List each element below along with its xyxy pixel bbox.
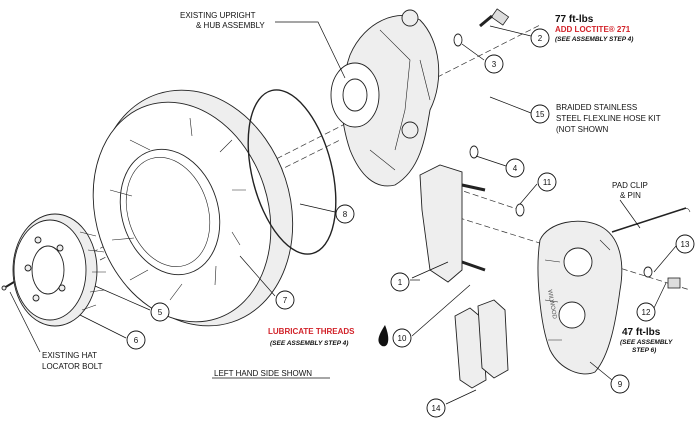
bleed-screw-part [643,266,653,278]
callout-12: 12 [636,302,656,322]
svg-text:2: 2 [538,34,543,43]
hat-part [12,213,106,327]
lubricate-step-note: (SEE ASSEMBLY STEP 4) [270,340,348,347]
pad-clip-pin [611,207,691,233]
side-shown-label: LEFT HAND SIDE SHOWN [214,369,312,378]
hose-kit-label-line2: STEEL FLEXLINE HOSE KIT [556,114,661,123]
svg-text:9: 9 [618,380,623,389]
svg-text:6: 6 [134,336,139,345]
caliper-part: WILWOOD [537,220,623,375]
callout-1: 1 [390,272,410,292]
callout-13: 13 [675,234,695,254]
mount-bolt-part [479,8,510,28]
svg-text:3: 3 [492,60,497,69]
upright-hub-part [330,9,440,187]
callout-6: 6 [126,330,146,350]
caliper-torque-text: 47 ft-lbs [622,327,661,338]
svg-text:8: 8 [343,210,348,219]
callout-7: 7 [275,290,295,310]
callout-11: 11 [537,172,557,192]
rotor-part [92,89,294,327]
pad-clip-label-line2: & PIN [620,191,641,200]
pad-clip-label-line1: PAD CLIP [612,181,648,190]
callout-2: 2 [530,28,550,48]
lubricant-drop-icon [378,325,389,347]
svg-text:11: 11 [543,178,552,187]
caliper-step-note-line2: STEP 6) [632,347,656,354]
brake-pads-part [454,299,509,389]
callout-9: 9 [610,374,630,394]
upright-label-line2: & HUB ASSEMBLY [196,21,265,30]
hose-kit-label-line3: (NOT SHOWN [556,125,609,134]
callout-15: 15 [530,104,550,124]
lubricate-note: LUBRICATE THREADS [268,327,355,336]
bracket-part [419,164,486,283]
seal-ring-part [247,89,337,255]
callout-14: 14 [426,398,446,418]
bolt-torque-text: 77 ft-lbs [555,14,594,25]
shim-washer-part [469,145,525,217]
svg-text:10: 10 [398,334,407,343]
svg-text:5: 5 [158,308,163,317]
svg-text:WILWOOD: WILWOOD [546,289,557,320]
callout-10: 10 [392,328,412,348]
caliper-step-note-line1: (SEE ASSEMBLY [620,339,673,346]
hat-locator-bolt [1,281,15,291]
callout-4: 4 [505,158,525,178]
callout-3: 3 [484,54,504,74]
svg-text:12: 12 [642,308,651,317]
callout-8: 8 [335,204,355,224]
svg-text:1: 1 [398,278,403,287]
callout-5: 5 [150,302,170,322]
svg-text:13: 13 [681,240,690,249]
hat-locator-label-line2: LOCATOR BOLT [42,362,103,371]
caliper-nut-part [667,277,681,289]
upright-label-line1: EXISTING UPRIGHT [180,11,256,20]
svg-text:7: 7 [283,296,288,305]
washer-part [453,33,463,47]
loctite-note: ADD LOCTITE® 271 [555,25,631,34]
bolt-assembly-note: (SEE ASSEMBLY STEP 4) [555,36,633,43]
svg-text:4: 4 [513,164,518,173]
svg-text:14: 14 [432,404,441,413]
svg-text:15: 15 [536,110,545,119]
leader-lines [9,21,677,405]
hat-locator-label-line1: EXISTING HAT [42,351,97,360]
hose-kit-label-line1: BRAIDED STAINLESS [556,103,637,112]
